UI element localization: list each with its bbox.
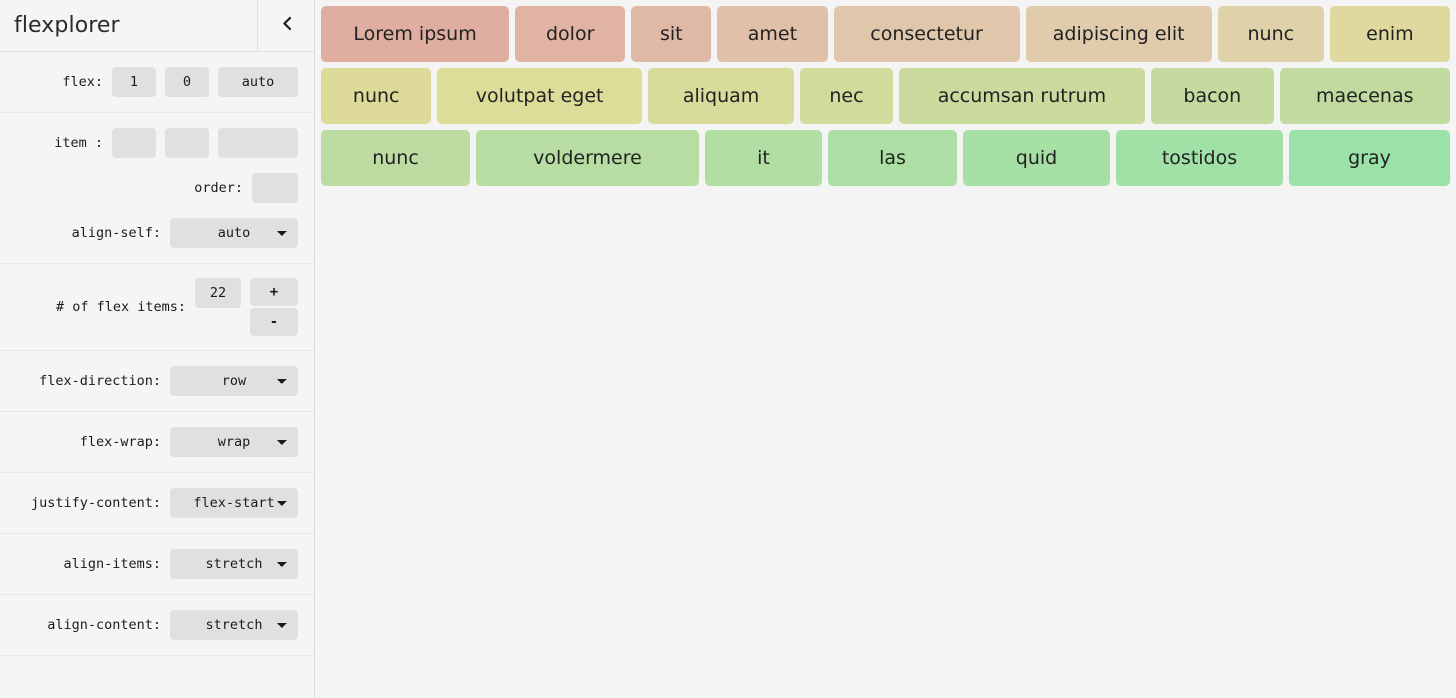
flex-item[interactable]: volutpat eget <box>437 68 642 124</box>
flex-direction-select[interactable]: rowrow-reversecolumncolumn-reverse <box>170 366 298 396</box>
flex-item-label: it <box>757 147 770 169</box>
section-flex-direction: flex-direction: rowrow-reversecolumncolu… <box>0 351 314 412</box>
flex-item[interactable]: voldermere <box>476 130 699 186</box>
flex-item-label: nunc <box>1247 23 1295 45</box>
flex-item-label: amet <box>747 23 798 45</box>
flex-item-label: sit <box>659 23 683 45</box>
item-count-stepper: + - <box>195 278 298 336</box>
section-justify-content: justify-content: flex-startflex-endcente… <box>0 473 314 534</box>
flex-item[interactable]: maecenas <box>1279 68 1450 124</box>
flex-item[interactable]: accumsan rutrum <box>898 68 1146 124</box>
flex-item[interactable]: dolor <box>515 6 626 62</box>
justify-content-label: justify-content: <box>30 495 161 511</box>
flex-item[interactable]: las <box>828 130 957 186</box>
item-count-input[interactable] <box>195 278 241 308</box>
section-item: item : order: align-self: autoflex-start… <box>0 113 314 264</box>
flex-item[interactable]: it <box>705 130 822 186</box>
row-align-items: align-items: stretchflex-startflex-endce… <box>0 548 298 580</box>
flex-item[interactable]: tostidos <box>1116 130 1283 186</box>
section-align-content: align-content: stretchflex-startflex-end… <box>0 595 314 656</box>
flex-item-label: Lorem ipsum <box>353 23 477 45</box>
justify-content-select[interactable]: flex-startflex-endcenterspace-betweenspa… <box>170 488 298 518</box>
row-justify-content: justify-content: flex-startflex-endcente… <box>0 487 298 519</box>
flex-item-label: volutpat eget <box>475 85 604 107</box>
section-flex-wrap: flex-wrap: nowrapwrapwrap-reverse <box>0 412 314 473</box>
align-items-select[interactable]: stretchflex-startflex-endcenterbaseline <box>170 549 298 579</box>
flex-basis-input[interactable] <box>218 67 298 97</box>
flex-item-label: enim <box>1366 23 1414 45</box>
flex-item-label: nunc <box>352 85 400 107</box>
item-count-increment-button[interactable]: + <box>250 278 298 306</box>
flex-item-label: accumsan rutrum <box>937 85 1107 107</box>
row-order: order: <box>0 172 298 204</box>
order-input[interactable] <box>252 173 298 203</box>
align-content-label: align-content: <box>47 617 161 633</box>
section-align-items: align-items: stretchflex-startflex-endce… <box>0 534 314 595</box>
row-item-count: # of flex items: + - <box>0 278 298 336</box>
flex-direction-label: flex-direction: <box>39 373 161 389</box>
flex-item[interactable]: adipiscing elit <box>1025 6 1212 62</box>
flex-wrap-label: flex-wrap: <box>79 434 161 450</box>
flex-item-label: consectetur <box>870 23 983 45</box>
row-align-content: align-content: stretchflex-startflex-end… <box>0 609 298 641</box>
flex-container: Lorem ipsum dolor sit amet consectetur adipis… <box>321 6 1456 192</box>
chevron-left-icon <box>281 16 292 36</box>
item-flex-basis-input[interactable] <box>218 128 298 158</box>
sidebar-collapse-button[interactable] <box>257 0 314 51</box>
flex-grow-input[interactable] <box>112 67 156 97</box>
align-self-label: align-self: <box>71 225 161 241</box>
align-self-select[interactable]: autoflex-startflex-endcenterbaselinestre… <box>170 218 298 248</box>
flex-item-label: aliquam <box>682 85 760 107</box>
flex-preview-canvas: Lorem ipsum dolor sit amet consectetur adipis… <box>315 0 1456 698</box>
flex-item[interactable]: quid <box>963 130 1110 186</box>
align-content-select[interactable]: stretchflex-startflex-endcenterspace-bet… <box>170 610 298 640</box>
flex-item-label: bacon <box>1183 85 1242 107</box>
flex-item[interactable]: consectetur <box>833 6 1020 62</box>
sidebar-header: flexplorer <box>0 0 314 52</box>
flex-item-label: nec <box>829 85 864 107</box>
flex-item-label: quid <box>1015 147 1058 169</box>
flex-item-label: dolor <box>545 23 595 45</box>
flex-label: flex: <box>62 74 103 90</box>
flex-shrink-input[interactable] <box>165 67 209 97</box>
flex-item[interactable]: enim <box>1329 6 1450 62</box>
flex-item[interactable]: nunc <box>321 68 432 124</box>
stepper-buttons: + - <box>250 278 298 336</box>
flex-item-label: adipiscing elit <box>1052 23 1185 45</box>
flex-item-label: tostidos <box>1161 147 1238 169</box>
item-label: item : <box>54 135 103 151</box>
order-label: order: <box>194 180 243 196</box>
flex-item[interactable]: bacon <box>1151 68 1274 124</box>
flex-item[interactable]: gray <box>1289 130 1450 186</box>
align-items-label: align-items: <box>63 556 161 572</box>
row-flex-wrap: flex-wrap: nowrapwrapwrap-reverse <box>0 426 298 458</box>
flex-item[interactable]: nunc <box>1217 6 1324 62</box>
flex-wrap-select[interactable]: nowrapwrapwrap-reverse <box>170 427 298 457</box>
item-count-decrement-button[interactable]: - <box>250 308 298 336</box>
row-flex-direction: flex-direction: rowrow-reversecolumncolu… <box>0 365 298 397</box>
item-flex-shrink-input[interactable] <box>165 128 209 158</box>
flex-item-label: voldermere <box>533 147 642 169</box>
app-title: flexplorer <box>14 13 120 38</box>
section-flex-shorthand: flex: <box>0 52 314 113</box>
row-item-flex: item : <box>0 127 298 159</box>
row-align-self: align-self: autoflex-startflex-endcenter… <box>0 217 298 249</box>
flex-item-label: las <box>879 147 906 169</box>
section-item-count: # of flex items: + - <box>0 264 314 351</box>
flex-item[interactable]: nec <box>800 68 893 124</box>
flex-item-label: gray <box>1348 147 1391 169</box>
row-flex: flex: <box>0 66 298 98</box>
flex-item[interactable]: nunc <box>321 130 470 186</box>
flex-item[interactable]: sit <box>631 6 712 62</box>
item-count-label: # of flex items: <box>55 299 186 315</box>
flex-item[interactable]: Lorem ipsum <box>321 6 510 62</box>
item-flex-grow-input[interactable] <box>112 128 156 158</box>
control-sidebar: flexplorer flex: item : <box>0 0 315 698</box>
flex-item[interactable]: aliquam <box>647 68 795 124</box>
flex-item-label: nunc <box>372 147 419 169</box>
flex-item-label: maecenas <box>1315 85 1414 107</box>
flex-item[interactable]: amet <box>717 6 828 62</box>
